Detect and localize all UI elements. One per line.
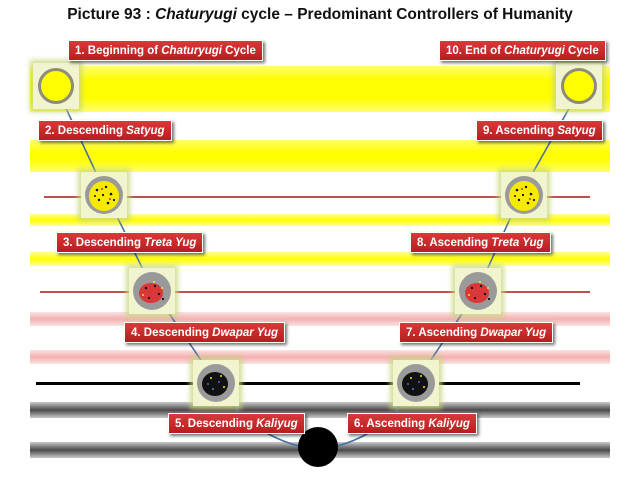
- label-text: 4. Descending: [131, 327, 213, 339]
- node-beginning: [33, 63, 79, 109]
- dwapar-particles-icon: [133, 272, 171, 310]
- label-stage-1: 1. Beginning of Chaturyugi Cycle: [68, 40, 263, 61]
- node-treta-desc: [81, 172, 127, 218]
- treta-band-upper: [30, 214, 610, 226]
- dwapar-band-lower: [30, 350, 610, 364]
- label-emphasis: Satyug: [557, 125, 596, 137]
- kaliyug-particles-icon: [197, 364, 235, 402]
- label-stage-4: 4. Descending Dwapar Yug: [124, 322, 285, 343]
- label-text: 7. Ascending: [406, 327, 481, 339]
- label-emphasis: Kaliyug: [428, 418, 470, 430]
- label-emphasis: Chaturyugi: [161, 45, 222, 57]
- yellow-disc-icon: [561, 68, 597, 104]
- black-disc-icon: [298, 427, 338, 467]
- node-kaliyug-desc: [193, 360, 239, 406]
- label-stage-10: 10. End of Chaturyugi Cycle: [439, 40, 606, 61]
- divider-dwapar-kaliyug: [36, 382, 580, 385]
- label-emphasis: Kaliyug: [256, 418, 298, 430]
- dwapar-particles-icon: [459, 272, 497, 310]
- node-end: [556, 63, 602, 109]
- label-stage-5: 5. Descending Kaliyug: [168, 413, 305, 434]
- label-stage-3: 3. Descending Treta Yug: [56, 232, 204, 253]
- label-emphasis: Treta Yug: [491, 237, 544, 249]
- divider-satyug-treta: [44, 196, 590, 198]
- label-text: 9. Ascending: [483, 125, 558, 137]
- label-stage-8: 8. Ascending Treta Yug: [410, 232, 551, 253]
- label-emphasis: Chaturyugi: [504, 45, 565, 57]
- title-prefix: Picture 93 :: [67, 6, 156, 23]
- yellow-disc-icon: [38, 68, 74, 104]
- label-text: 6. Ascending: [354, 418, 429, 430]
- divider-treta-dwapar: [40, 291, 590, 293]
- label-text: Cycle: [564, 45, 599, 57]
- label-stage-6: 6. Ascending Kaliyug: [347, 413, 477, 434]
- title-suffix: cycle – Predominant Controllers of Human…: [236, 6, 573, 23]
- label-text: 10. End of: [446, 45, 505, 57]
- node-kaliyug-asc: [393, 360, 439, 406]
- title-italic: Chaturyugi: [155, 6, 237, 23]
- node-dwapar-asc: [455, 268, 501, 314]
- label-stage-2: 2. Descending Satyug: [38, 120, 172, 141]
- label-text: Cycle: [221, 45, 256, 57]
- label-emphasis: Dwapar Yug: [480, 327, 547, 339]
- label-text: 3. Descending: [63, 237, 145, 249]
- label-stage-9: 9. Ascending Satyug: [476, 120, 603, 141]
- label-emphasis: Treta Yug: [144, 237, 197, 249]
- treta-particles-icon: [85, 176, 123, 214]
- node-dwapar-desc: [129, 268, 175, 314]
- label-text: 5. Descending: [175, 418, 257, 430]
- satyug-band: [30, 66, 610, 112]
- satyug-band-lower: [30, 140, 610, 172]
- label-emphasis: Satyug: [126, 125, 165, 137]
- label-stage-7: 7. Ascending Dwapar Yug: [399, 322, 554, 343]
- label-text: 8. Ascending: [417, 237, 492, 249]
- label-emphasis: Dwapar Yug: [212, 327, 278, 339]
- treta-particles-icon: [505, 176, 543, 214]
- kaliyug-particles-icon: [397, 364, 435, 402]
- label-text: 1. Beginning of: [75, 45, 162, 57]
- treta-band-lower: [30, 252, 610, 266]
- diagram-title: Picture 93 : Chaturyugi cycle – Predomin…: [0, 6, 640, 24]
- label-text: 2. Descending: [45, 125, 127, 137]
- node-treta-asc: [501, 172, 547, 218]
